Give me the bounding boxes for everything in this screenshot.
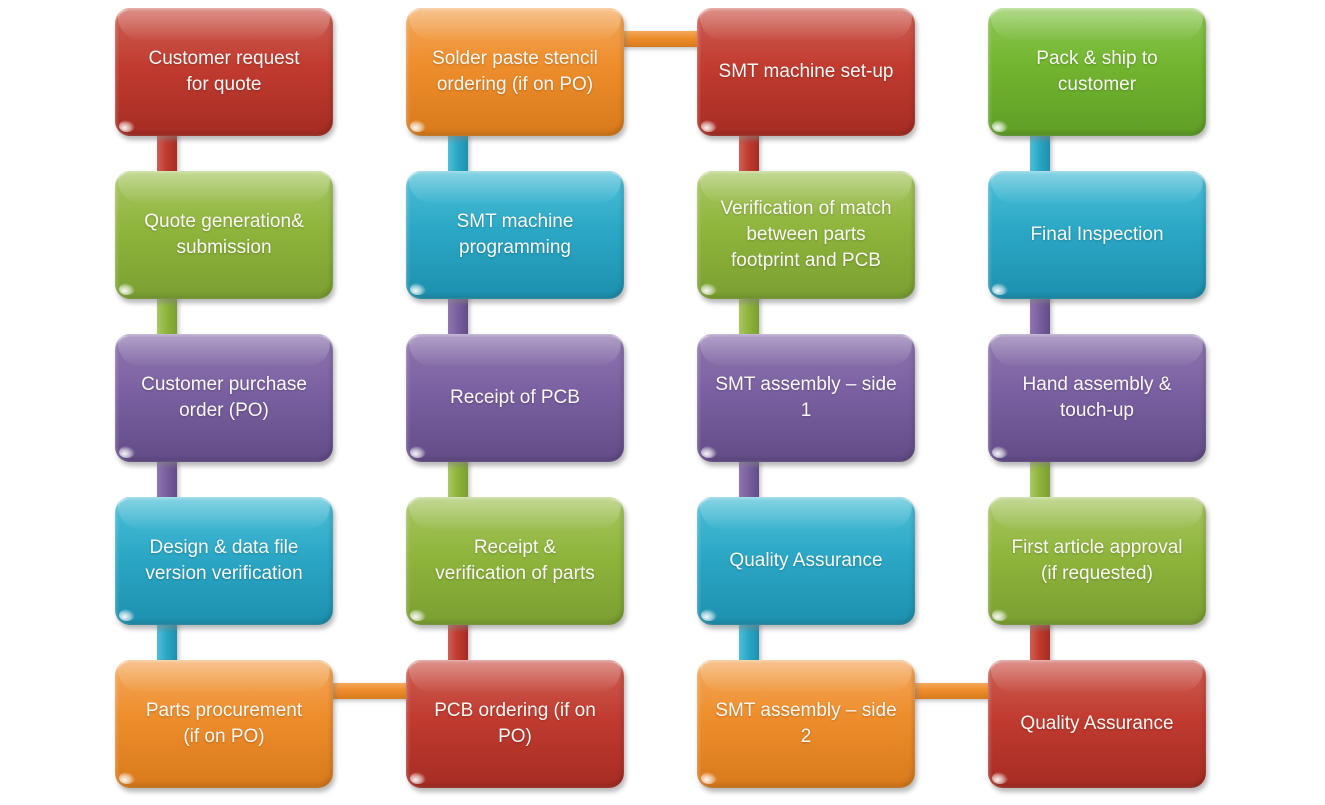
process-step-label: Quote generation& submission	[144, 211, 304, 258]
connector-vertical-col4-gap2	[1030, 291, 1050, 342]
process-step-label: Solder paste stencil ordering (if on PO)	[432, 48, 598, 95]
process-step-col2-row2: SMT machine programming	[406, 171, 624, 299]
connector-vertical-col3-gap4	[739, 617, 759, 668]
process-step-label: Quality Assurance	[1020, 713, 1174, 734]
connector-vertical-col2-gap2	[448, 291, 468, 342]
process-step-col3-row5: SMT assembly – side 2	[697, 660, 915, 788]
process-step-col4-row5: Quality Assurance	[988, 660, 1206, 788]
process-step-col2-row1: Solder paste stencil ordering (if on PO)	[406, 8, 624, 136]
process-step-label: Receipt of PCB	[450, 387, 580, 408]
process-step-col4-row2: Final Inspection	[988, 171, 1206, 299]
connector-vertical-col3-gap1	[739, 128, 759, 179]
connector-vertical-col1-gap1	[157, 128, 177, 179]
process-step-label: Hand assembly & touch-up	[1022, 374, 1172, 421]
connector-vertical-col4-gap4	[1030, 617, 1050, 668]
process-step-col2-row3: Receipt of PCB	[406, 334, 624, 462]
process-step-label: Final Inspection	[1030, 224, 1164, 245]
process-step-col3-row2: Verification of match between parts foot…	[697, 171, 915, 299]
connector-horizontal-2	[616, 31, 705, 47]
process-step-col2-row4: Receipt & verification of parts	[406, 497, 624, 625]
connector-horizontal-3	[907, 683, 996, 699]
process-step-col4-row4: First article approval (if requested)	[988, 497, 1206, 625]
process-step-label: Verification of match between parts foot…	[720, 198, 892, 271]
process-step-label: SMT assembly – side 1	[715, 374, 897, 421]
process-step-col2-row5: PCB ordering (if on PO)	[406, 660, 624, 788]
connector-vertical-col2-gap4	[448, 617, 468, 668]
process-step-col3-row1: SMT machine set-up	[697, 8, 915, 136]
process-step-col1-row1: Customer request for quote	[115, 8, 333, 136]
process-step-label: Customer request for quote	[148, 48, 300, 95]
connector-vertical-col3-gap3	[739, 454, 759, 505]
connector-horizontal-1	[325, 683, 414, 699]
process-step-label: SMT machine programming	[456, 211, 574, 258]
process-step-col1-row3: Customer purchase order (PO)	[115, 334, 333, 462]
process-step-label: Parts procurement (if on PO)	[145, 700, 303, 747]
process-step-label: Receipt & verification of parts	[435, 537, 595, 584]
connector-vertical-col1-gap2	[157, 291, 177, 342]
process-step-label: Customer purchase order (PO)	[141, 374, 307, 421]
process-step-col1-row2: Quote generation& submission	[115, 171, 333, 299]
process-step-col4-row1: Pack & ship to customer	[988, 8, 1206, 136]
process-step-label: Design & data file version verification	[145, 537, 303, 584]
connector-vertical-col3-gap2	[739, 291, 759, 342]
process-step-col1-row4: Design & data file version verification	[115, 497, 333, 625]
connector-vertical-col1-gap4	[157, 617, 177, 668]
process-step-col3-row3: SMT assembly – side 1	[697, 334, 915, 462]
connector-vertical-col4-gap1	[1030, 128, 1050, 179]
process-step-col3-row4: Quality Assurance	[697, 497, 915, 625]
process-step-col1-row5: Parts procurement (if on PO)	[115, 660, 333, 788]
connector-vertical-col2-gap1	[448, 128, 468, 179]
process-step-label: SMT machine set-up	[718, 61, 894, 82]
connector-vertical-col2-gap3	[448, 454, 468, 505]
connector-vertical-col4-gap3	[1030, 454, 1050, 505]
process-step-label: First article approval (if requested)	[1011, 537, 1183, 584]
connector-vertical-col1-gap3	[157, 454, 177, 505]
process-step-col4-row3: Hand assembly & touch-up	[988, 334, 1206, 462]
process-step-label: Quality Assurance	[729, 550, 883, 571]
process-step-label: Pack & ship to customer	[1036, 48, 1158, 95]
process-step-label: SMT assembly – side 2	[715, 700, 897, 747]
process-step-label: PCB ordering (if on PO)	[434, 700, 596, 747]
